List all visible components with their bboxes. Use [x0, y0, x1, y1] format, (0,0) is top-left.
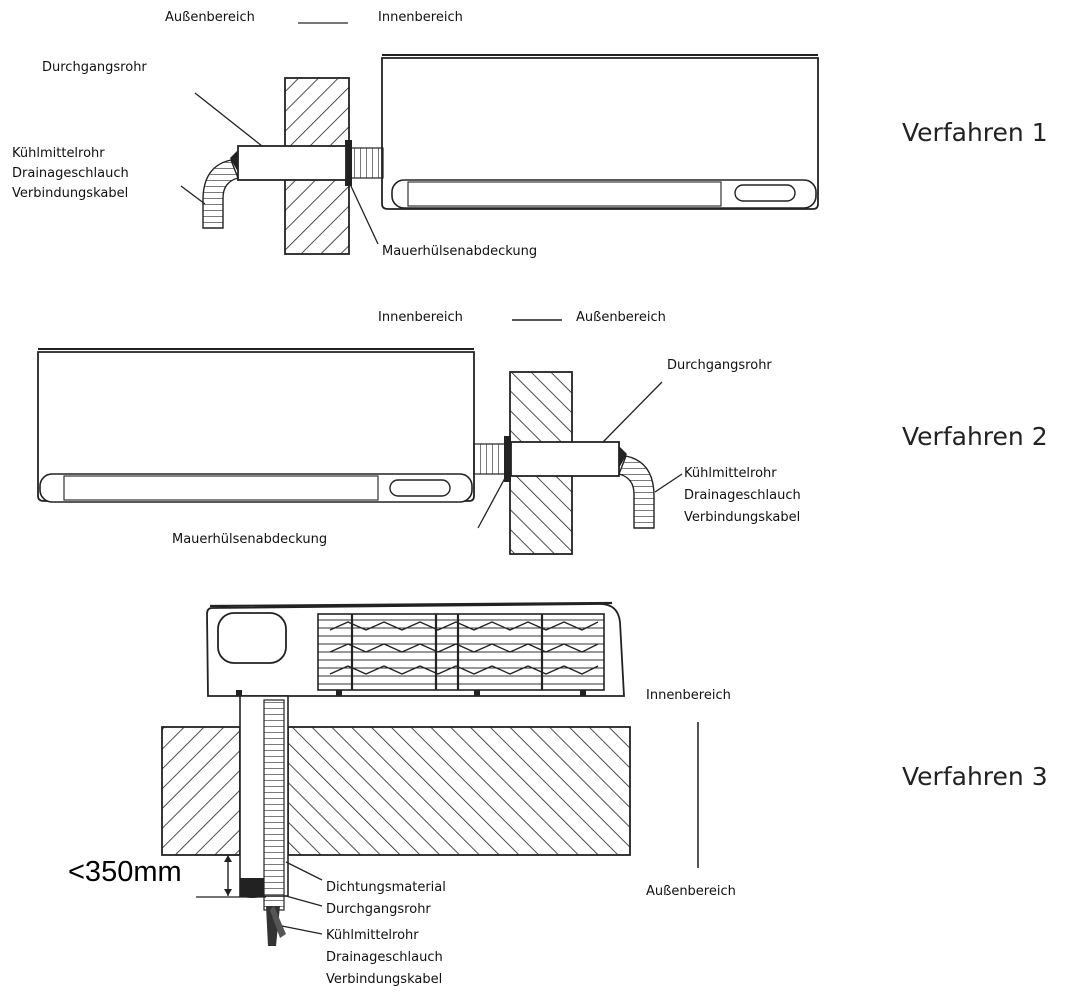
method1-line-cable: Verbindungskabel: [12, 186, 129, 201]
method1-sleeve-pipe: [237, 145, 347, 181]
method2-line-cable: Verbindungskabel: [684, 510, 801, 525]
method1-outside-label: Außenbereich: [165, 10, 255, 25]
method3-dimension-label: <350mm: [68, 856, 182, 888]
method3-wall-right: [287, 726, 631, 856]
method1-line-refrigerant: Kühlmittelrohr: [12, 146, 105, 161]
method3-title: Verfahren 3: [902, 762, 1048, 791]
method1-sleeve-pipe-label: Durchgangsrohr: [42, 60, 147, 75]
method3-unit-grille: [317, 613, 605, 691]
method1-unit-display: [734, 184, 796, 202]
method1-inside-label: Innenbereich: [378, 10, 463, 25]
method2-title: Verfahren 2: [902, 422, 1048, 451]
method2-line-drain: Drainageschlauch: [684, 488, 801, 503]
method2-wall-cover-ring: [504, 436, 511, 482]
method3-drawing: [161, 601, 699, 946]
method2-unit-display: [389, 479, 451, 497]
method3-seal-label: Dichtungsmaterial: [326, 880, 446, 895]
method2-outside-bundle: [618, 455, 655, 529]
method2-wall-cover-label: Mauerhülsenabdeckung: [172, 532, 328, 547]
method1-wall-cover-label: Mauerhülsenabdeckung: [382, 244, 538, 259]
method3-line-cable: Verbindungskabel: [326, 972, 443, 987]
method2-drawing: [37, 319, 683, 555]
method1-indoor-hose: [348, 147, 384, 179]
method2-sleeve-pipe-label: Durchgangsrohr: [667, 358, 772, 373]
method1-drawing: [180, 22, 819, 255]
method2-outside-label: Außenbereich: [576, 310, 666, 325]
method3-inside-label: Innenbereich: [646, 688, 731, 703]
method3-outside-label: Außenbereich: [646, 884, 736, 899]
method1-line-drain: Drainageschlauch: [12, 166, 129, 181]
method3-line-drain: Drainageschlauch: [326, 950, 443, 965]
method3-bundle: [263, 699, 285, 911]
method3-wall-left: [161, 726, 241, 856]
method1-title: Verfahren 1: [902, 118, 1048, 147]
method2-sleeve-pipe: [510, 441, 620, 477]
method2-indoor-unit: [37, 351, 475, 502]
method3-unit-display: [217, 612, 287, 664]
method1-outside-bundle: [202, 159, 239, 229]
method3-sleeve-pipe-label: Durchgangsrohr: [326, 902, 431, 917]
method1-indoor-unit: [381, 57, 819, 210]
method3-line-refrigerant: Kühlmittelrohr: [326, 928, 419, 943]
method2-inside-label: Innenbereich: [378, 310, 463, 325]
method2-line-refrigerant: Kühlmittelrohr: [684, 466, 777, 481]
method1-wall-cover-ring: [345, 140, 352, 186]
method3-seal: [240, 878, 264, 898]
